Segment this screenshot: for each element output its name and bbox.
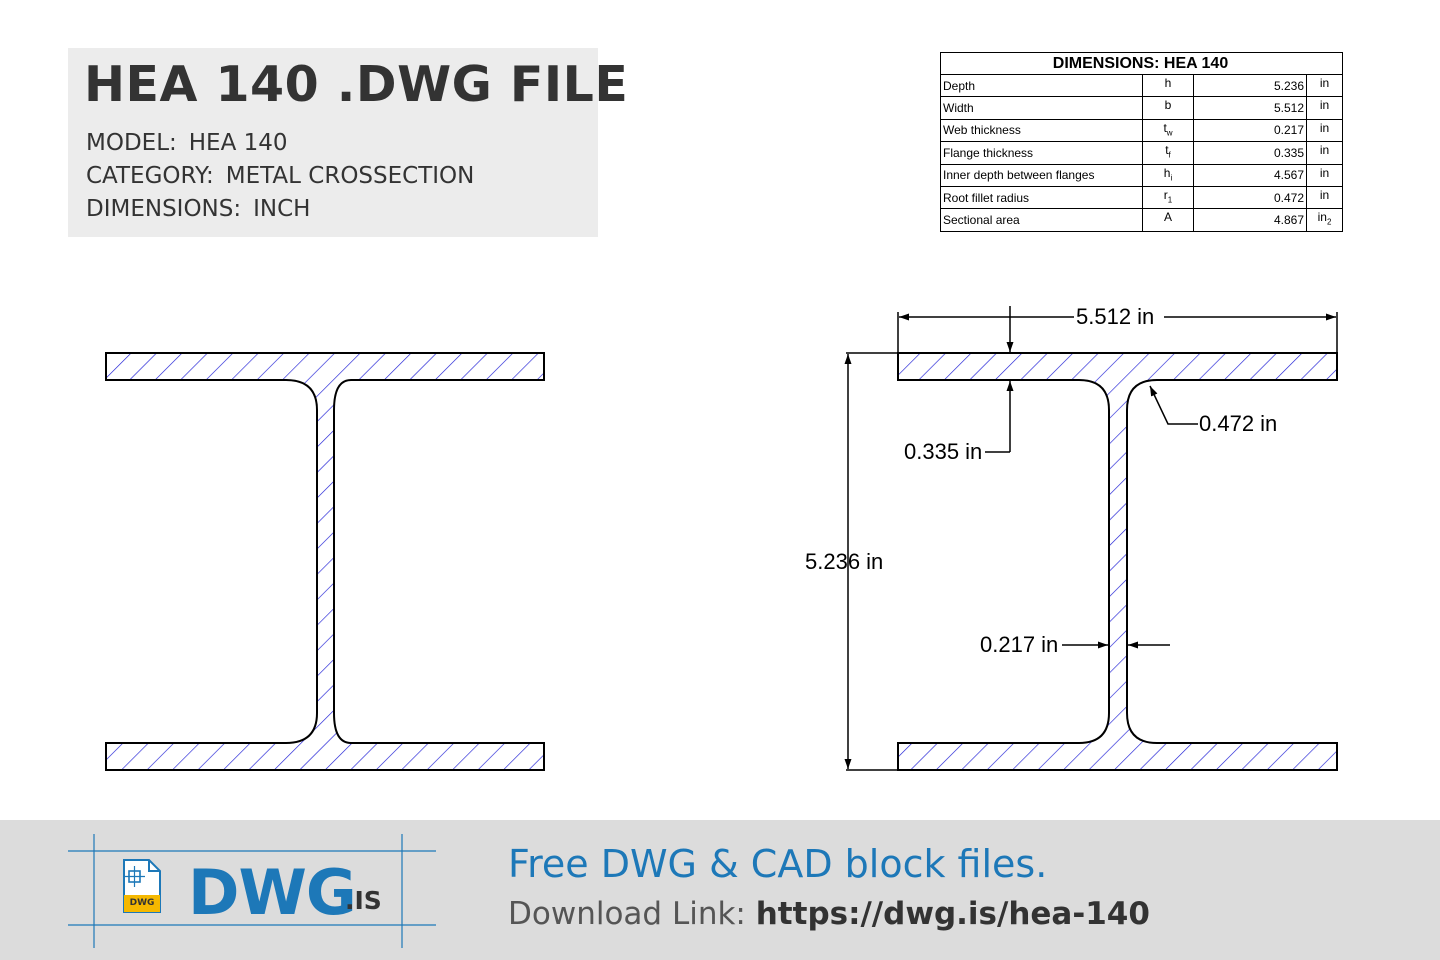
logo-frame	[68, 834, 436, 948]
width-label: 5.512 in	[1076, 304, 1154, 329]
cross-section-drawing: 5.512 in 5.236 in 0.335 in 0.472 in 0.21…	[105, 304, 1338, 771]
category-label: CATEGORY:	[86, 163, 214, 189]
dwg-icon-label: DWG	[129, 898, 155, 908]
page-title: HEA 140 .DWG FILE	[84, 56, 629, 113]
symbol-main: t	[1165, 143, 1169, 158]
dwg-file-icon: DWG	[121, 858, 163, 914]
symbol-main: r	[1163, 187, 1168, 202]
row-unit: in	[1306, 163, 1343, 187]
symbol-main: h	[1163, 165, 1171, 180]
row-name: Inner depth between flanges	[940, 163, 1143, 187]
row-unit: in	[1306, 185, 1343, 210]
dimensions-label: DIMENSIONS:	[86, 196, 242, 222]
left-i-beam	[105, 352, 545, 771]
row-unit: in2	[1306, 208, 1343, 232]
unit-main: in	[1319, 187, 1330, 202]
model-value: HEA 140	[188, 130, 288, 156]
row-unit: in	[1306, 141, 1343, 165]
category-line: CATEGORY: METAL CROSSECTION	[86, 163, 474, 189]
unit-main: in	[1319, 98, 1330, 113]
web-thickness-dimension: 0.217 in	[980, 632, 1170, 657]
row-symbol: b	[1142, 96, 1194, 120]
logo-main: DWG	[188, 856, 357, 929]
row-name: Root fillet radius	[940, 185, 1143, 210]
symbol-main: A	[1163, 210, 1172, 225]
row-unit: in	[1306, 73, 1343, 98]
unit-main: in	[1319, 76, 1330, 90]
unit-main: in	[1319, 143, 1330, 158]
info-box: HEA 140 .DWG FILE MODEL: HEA 140 CATEGORY…	[68, 48, 628, 237]
width-dimension: 5.512 in	[897, 304, 1338, 353]
depth-dimension: 5.236 in	[805, 352, 898, 771]
dimensions-value: INCH	[253, 196, 311, 222]
web-thickness-label: 0.217 in	[980, 632, 1058, 657]
fillet-radius-label: 0.472 in	[1199, 411, 1277, 436]
row-name: Web thickness	[940, 118, 1143, 143]
row-symbol: A	[1142, 208, 1194, 232]
symbol-subscript: 1	[1167, 195, 1173, 205]
depth-label: 5.236 in	[805, 549, 883, 574]
row-unit: in	[1306, 96, 1343, 120]
row-symbol: hi	[1142, 163, 1194, 187]
row-name: Sectional area	[940, 208, 1143, 232]
right-i-beam	[897, 352, 1338, 771]
unit-main: in	[1319, 165, 1330, 180]
flange-thickness-dimension: 0.335 in	[904, 306, 1014, 464]
symbol-subscript: i	[1170, 172, 1173, 182]
download-link[interactable]: https://dwg.is/hea-140	[755, 896, 1150, 932]
download-label: Download Link:	[508, 896, 746, 932]
row-symbol: tw	[1142, 118, 1194, 143]
unit-main: in	[1317, 210, 1327, 225]
row-value: 4.867	[1193, 208, 1307, 232]
unit-superscript: 2	[1326, 217, 1332, 227]
symbol-main: h	[1164, 76, 1172, 90]
row-value: 0.217	[1193, 118, 1307, 143]
download-line: Download Link: https://dwg.is/hea-140	[508, 896, 1150, 932]
left-i-beam-section	[105, 352, 545, 771]
model-label: MODEL:	[86, 130, 177, 156]
model-line: MODEL: HEA 140	[86, 130, 288, 156]
symbol-main: b	[1164, 98, 1172, 113]
unit-main: in	[1319, 120, 1330, 135]
tagline: Free DWG & CAD block files.	[508, 842, 1048, 886]
symbol-main: t	[1163, 120, 1167, 135]
footer-banner: DWG DWG .IS Free DWG & CAD block files. …	[0, 820, 1440, 960]
row-symbol: tf	[1142, 141, 1194, 165]
right-i-beam-section	[897, 352, 1338, 771]
row-unit: in	[1306, 118, 1343, 143]
flange-thickness-label: 0.335 in	[904, 439, 982, 464]
logo-suffix: .IS	[345, 886, 382, 915]
symbol-subscript: f	[1168, 150, 1171, 160]
dimensions-line: DIMENSIONS: INCH	[86, 196, 310, 222]
symbol-subscript: w	[1166, 128, 1173, 138]
category-value: METAL CROSSECTION	[225, 163, 475, 189]
fillet-radius-dimension: 0.472 in	[1149, 385, 1277, 436]
